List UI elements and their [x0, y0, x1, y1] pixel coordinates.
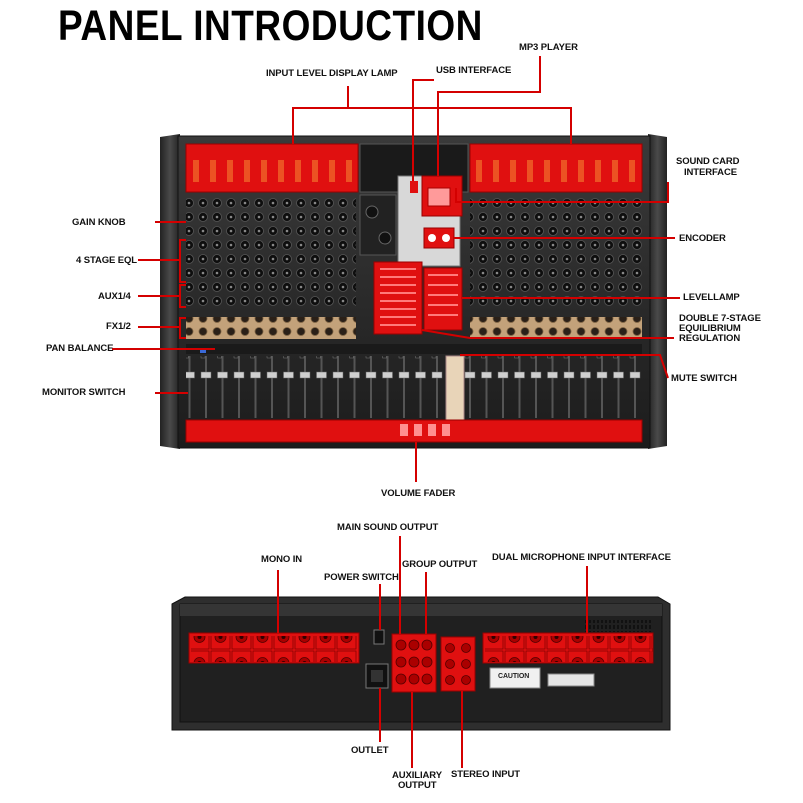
sound-card-label-line2: INTERFACE: [684, 167, 737, 178]
top-mixer-illustration: [160, 134, 667, 449]
usb-interface-label: USB INTERFACE: [436, 65, 512, 76]
auxiliary-output-label-line1: AUXILIARY: [392, 770, 442, 781]
stereo-input-label: STEREO INPUT: [451, 769, 521, 780]
page-title: PANEL INTRODUCTION: [58, 2, 483, 50]
mute-switch-label: MUTE SWITCH: [671, 373, 737, 384]
group-output-label: GROUP OUTPUT: [402, 559, 478, 570]
auxiliary-output-label-line2: OUTPUT: [398, 780, 437, 791]
mp3-player-label: MP3 PLAYER: [519, 42, 578, 53]
input-level-display-lamp-label: INPUT LEVEL DISPLAY LAMP: [266, 68, 398, 79]
four-stage-eql-label: 4 STAGE EQL: [76, 255, 138, 266]
gain-knob-label: GAIN KNOB: [72, 217, 126, 228]
sound-card-label-line1: SOUND CARD: [676, 156, 740, 167]
outlet-label: OUTLET: [351, 745, 389, 756]
mono-in-label: MONO IN: [261, 554, 302, 565]
double-eq-label-line1: DOUBLE 7-STAGE: [679, 313, 761, 324]
caution-label: CAUTION: [498, 673, 530, 680]
aux-label: AUX1/4: [98, 291, 131, 302]
rear-callout-lines: [277, 536, 588, 768]
dual-microphone-input-label: DUAL MICROPHONE INPUT INTERFACE: [492, 552, 671, 563]
double-eq-label-line3: REGULATION: [679, 333, 741, 344]
encoder-label: ENCODER: [679, 233, 726, 244]
monitor-switch-label: MONITOR SWITCH: [42, 387, 126, 398]
main-sound-output-label: MAIN SOUND OUTPUT: [337, 522, 439, 533]
volume-fader-label: VOLUME FADER: [381, 488, 456, 499]
top-callout-lines: [112, 56, 680, 482]
fx-label: FX1/2: [106, 321, 131, 332]
level-lamp-label: LEVELLAMP: [683, 292, 740, 303]
power-switch-label: POWER SWITCH: [324, 572, 399, 583]
pan-balance-label: PAN BALANCE: [46, 343, 114, 354]
rear-mixer-illustration: [171, 596, 671, 731]
double-eq-label-line2: EQUILIBRIUM: [679, 323, 741, 334]
